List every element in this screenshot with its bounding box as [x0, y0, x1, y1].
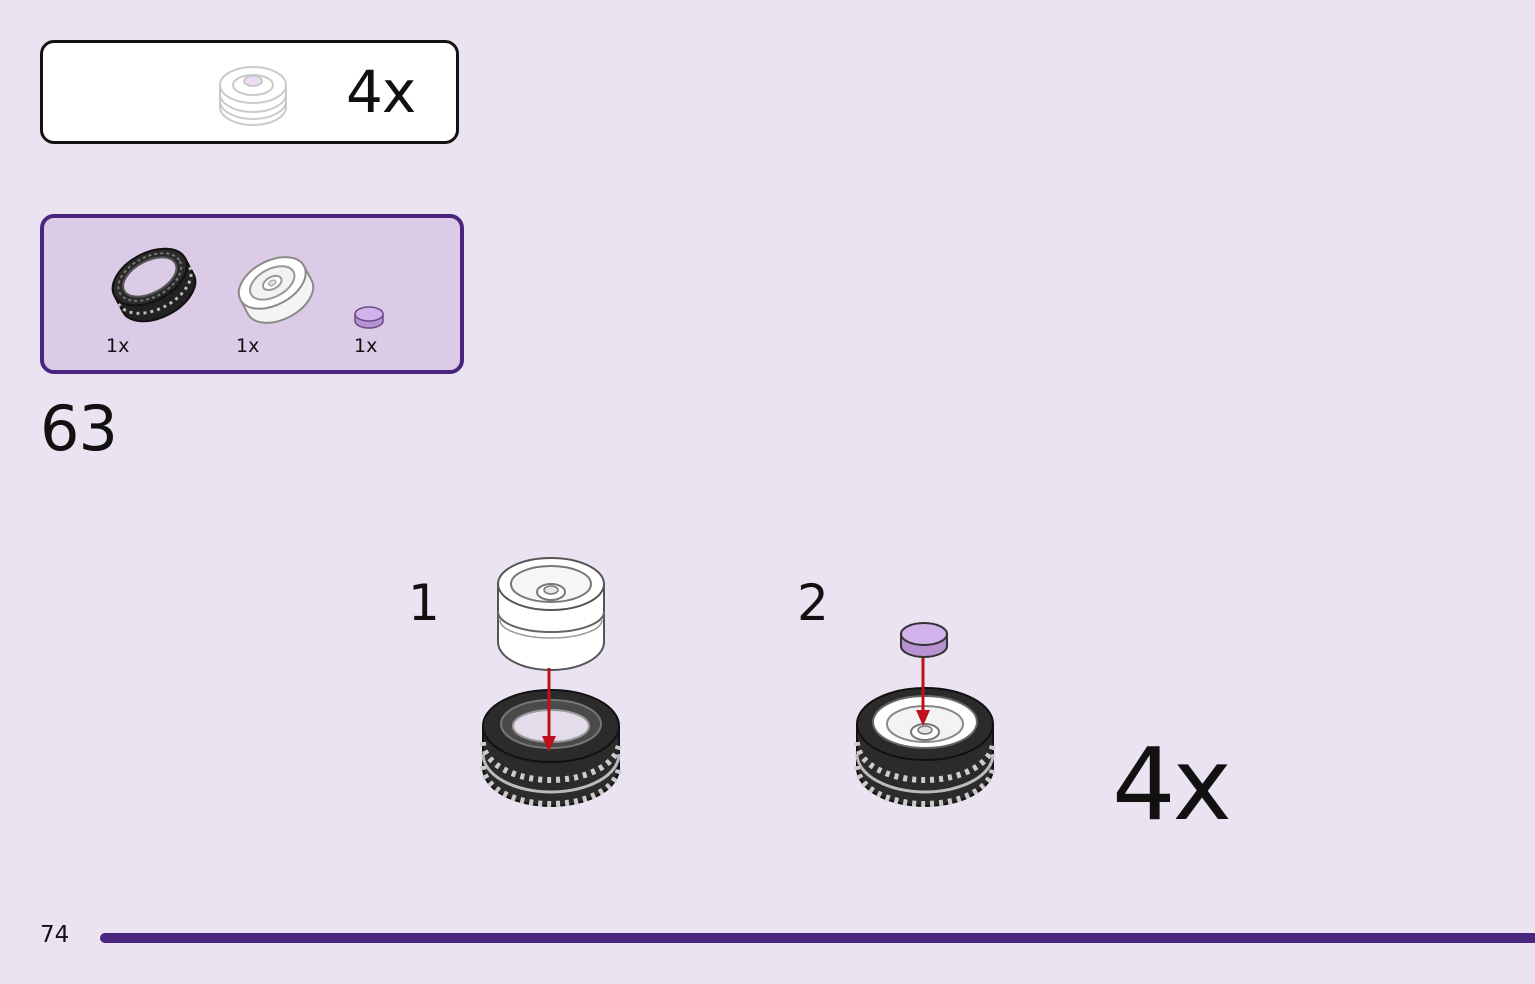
footer-bar	[100, 933, 1535, 943]
lavender-round-tile-icon	[354, 306, 384, 329]
white-wheel-rim-icon	[237, 256, 315, 324]
part-quantity: 1x	[106, 335, 130, 357]
black-tire-icon	[111, 247, 197, 323]
page-number: 74	[40, 922, 70, 948]
subassembly-box: 4x	[40, 40, 459, 144]
part-quantity: 1x	[354, 335, 378, 357]
parts-list-box: 1x 1x 1x	[40, 214, 464, 374]
wheel-with-tile-icon	[219, 66, 287, 126]
substep-number: 1	[408, 574, 440, 632]
subassembly-quantity: 4x	[346, 58, 416, 126]
substep-number: 2	[797, 574, 829, 632]
rim-into-tire-icon	[480, 557, 622, 807]
step-multiplier: 4x	[1112, 726, 1232, 843]
step-number: 63	[40, 392, 118, 465]
part-quantity: 1x	[236, 335, 260, 357]
tile-onto-wheel-icon	[854, 622, 996, 807]
